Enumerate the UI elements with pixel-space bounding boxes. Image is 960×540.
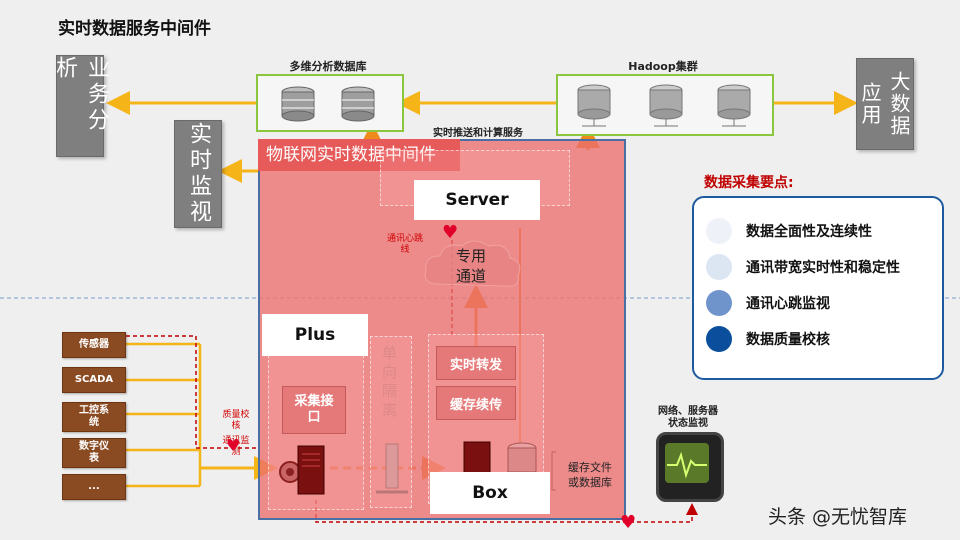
server-caption: 实时推送和计算服务: [433, 128, 523, 139]
heartbeat-line-label: 通讯心跳 线: [386, 234, 423, 255]
heart-icon: ♥: [620, 512, 637, 533]
box-label[interactable]: Box: [430, 472, 550, 514]
server-disk-icon: [577, 84, 611, 127]
collector-server-icon: [279, 445, 325, 495]
database-icon: [281, 86, 315, 122]
legend-item-label: 通讯带宽实时性和稳定性: [746, 260, 900, 276]
box-server-icon: [463, 441, 491, 477]
device-sensor[interactable]: 传感器: [62, 332, 126, 358]
legend-box: 数据全面性及连续性 通讯带宽实时性和稳定性 通讯心跳监视 数据质量校核: [692, 196, 944, 380]
box-server-icons: [463, 441, 537, 477]
realtime-monitor-label: 实时监视: [186, 122, 211, 226]
realtime-forward-button[interactable]: 实时转发: [436, 346, 516, 380]
isolation-device-icon: [376, 443, 408, 494]
dedicated-channel-label: 专用 通道: [455, 247, 486, 285]
big-data-app-label-1: 应用: [858, 82, 882, 126]
hadoop-caption: Hadoop集群: [628, 60, 698, 73]
server-disk-icon: [717, 84, 751, 127]
multi-db-caption: 多维分析数据库: [289, 60, 367, 73]
legend-dot: [706, 290, 732, 316]
business-analysis-label: 业务分析: [52, 56, 109, 134]
multi-db-box[interactable]: [256, 74, 404, 132]
server-label[interactable]: Server: [414, 180, 540, 220]
quality-check-label: 质量校 核: [222, 410, 250, 431]
legend-item: 数据质量校核: [706, 326, 830, 352]
legend-item-label: 通讯心跳监视: [746, 296, 830, 312]
watermark: 头条 @无忧智库: [768, 506, 908, 528]
collect-interface-button[interactable]: 采集接 口: [282, 386, 346, 434]
plus-label[interactable]: Plus: [262, 314, 368, 356]
cloud-icon: [424, 240, 521, 287]
legend-item: 数据全面性及连续性: [706, 218, 872, 244]
big-data-app-label-2: 大数据: [887, 71, 911, 137]
big-data-app-box[interactable]: 应用 大数据: [856, 58, 914, 150]
database-icon: [341, 86, 375, 122]
device-industrial-control[interactable]: 工控系 统: [62, 402, 126, 432]
cache-note: 缓存文件 或数据库: [568, 461, 612, 489]
page-title: 实时数据服务中间件: [58, 19, 211, 39]
heart-icon: ♥: [442, 222, 459, 243]
device-scada[interactable]: SCADA: [62, 367, 126, 393]
server-disk-icon: [649, 84, 683, 127]
comm-monitor-label: 通讯监 测: [222, 436, 250, 457]
heart-icon: ♥: [226, 436, 241, 455]
legend-dot: [706, 218, 732, 244]
legend-title: 数据采集要点:: [704, 175, 794, 191]
legend-item-label: 数据质量校核: [746, 332, 830, 348]
device-digital-meter[interactable]: 数字仪 表: [62, 438, 126, 468]
business-analysis-box[interactable]: 业务分析: [52, 55, 109, 157]
legend-dot: [706, 326, 732, 352]
cache-disk-icon: [507, 442, 537, 473]
monitor-device[interactable]: [656, 432, 724, 502]
database-icons: [281, 86, 375, 122]
realtime-monitor-box[interactable]: 实时监视: [174, 120, 222, 228]
heartbeat-monitor-icon: [665, 443, 709, 483]
monitor-caption: 网络、服务器 状态监视: [658, 406, 718, 429]
cache-resume-button[interactable]: 缓存续传: [436, 386, 516, 420]
one-way-isolation-label: 单 向 隔 离: [382, 344, 398, 419]
legend-item: 通讯带宽实时性和稳定性: [706, 254, 900, 280]
legend-item-label: 数据全面性及连续性: [746, 224, 872, 240]
legend-dot: [706, 254, 732, 280]
legend-item: 通讯心跳监视: [706, 290, 830, 316]
hadoop-box[interactable]: [556, 74, 774, 136]
device-more[interactable]: ...: [62, 474, 126, 500]
hadoop-server-icons: [577, 84, 751, 127]
